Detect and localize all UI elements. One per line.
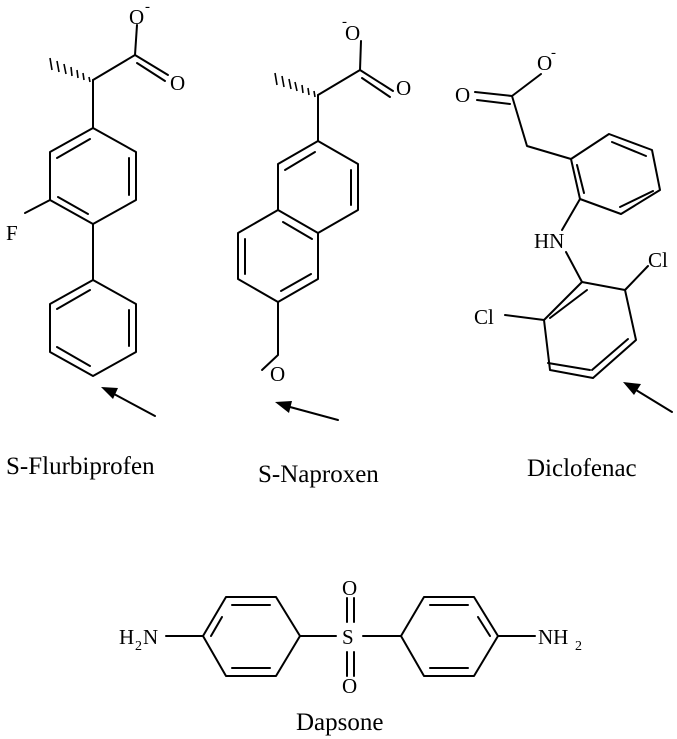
diclofenac-arrow bbox=[623, 382, 673, 413]
naproxen-arrow bbox=[275, 401, 339, 421]
naproxen-caption: S-Naproxen bbox=[258, 461, 379, 488]
naproxen-carbonyl-oxygen-label: O bbox=[396, 76, 411, 100]
dapsone-caption: Dapsone bbox=[296, 709, 383, 736]
diclofenac-charge-label: - bbox=[551, 45, 556, 61]
diclofenac-chlorine-right-label: Cl bbox=[648, 248, 668, 272]
flurbiprofen-oxygen-label: O bbox=[129, 5, 144, 29]
naproxen-methoxy-oxygen-label: O bbox=[270, 362, 285, 386]
naproxen-structure: O - O O bbox=[237, 14, 411, 421]
flurbiprofen-carbonyl-oxygen-label: O bbox=[170, 71, 185, 95]
naproxen-hashed-wedge bbox=[274, 72, 316, 98]
dapsone-right-amine-subscript: 2 bbox=[575, 639, 582, 654]
flurbiprofen-bonds bbox=[24, 24, 169, 377]
flurbiprofen-charge-label: - bbox=[145, 0, 150, 15]
dapsone-structure: H 2 N S O O NH 2 bbox=[119, 576, 582, 698]
dapsone-sulfur-label: S bbox=[342, 625, 354, 649]
dapsone-bonds bbox=[165, 596, 536, 677]
dapsone-right-amine-label: NH bbox=[538, 625, 568, 649]
diclofenac-structure: O - O HN Cl Cl bbox=[455, 45, 673, 413]
dapsone-sulfonyl-oxygen-bottom-label: O bbox=[342, 674, 357, 698]
diclofenac-carbonyl-oxygen-label: O bbox=[455, 83, 470, 107]
dapsone-left-amine-h-label: H bbox=[119, 625, 134, 649]
naproxen-bonds bbox=[237, 40, 394, 371]
flurbiprofen-structure: O - O F bbox=[6, 0, 185, 417]
flurbiprofen-fluorine-label: F bbox=[6, 221, 18, 245]
dapsone-left-amine-n-label: N bbox=[143, 625, 158, 649]
dapsone-left-amine-subscript: 2 bbox=[135, 639, 142, 654]
diclofenac-oxygen-label: O bbox=[537, 51, 552, 75]
flurbiprofen-caption: S-Flurbiprofen bbox=[6, 453, 155, 480]
diclofenac-caption: Diclofenac bbox=[527, 455, 637, 482]
flurbiprofen-hashed-wedge bbox=[49, 57, 91, 83]
naproxen-charge-label: - bbox=[342, 14, 347, 30]
diclofenac-chlorine-left-label: Cl bbox=[474, 305, 494, 329]
dapsone-sulfonyl-oxygen-top-label: O bbox=[342, 576, 357, 600]
naproxen-oxygen-label: O bbox=[345, 21, 360, 45]
diclofenac-bonds bbox=[474, 73, 661, 379]
flurbiprofen-arrow bbox=[101, 387, 156, 417]
diclofenac-amine-label: HN bbox=[534, 229, 564, 253]
